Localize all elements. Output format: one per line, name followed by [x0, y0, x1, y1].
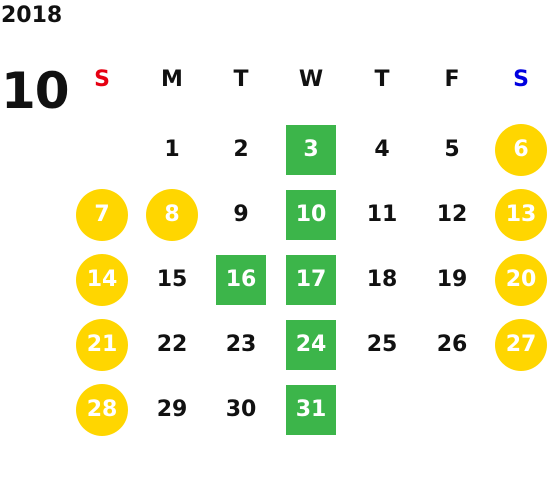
day-cell[interactable]: 10	[286, 190, 336, 240]
weekday-label: T	[374, 67, 390, 92]
day-cell[interactable]: 6	[495, 124, 547, 176]
weekday-label: F	[444, 67, 460, 92]
day-cell[interactable]: 30	[225, 397, 257, 422]
day-cell[interactable]: 23	[225, 332, 257, 357]
weekday-label: S	[513, 67, 529, 92]
day-cell[interactable]: 9	[233, 202, 249, 227]
day-cell[interactable]: 14	[76, 254, 128, 306]
day-cell[interactable]: 3	[286, 125, 336, 175]
day-cell[interactable]: 20	[495, 254, 547, 306]
weekday-label: W	[298, 67, 324, 92]
day-cell[interactable]: 13	[495, 189, 547, 241]
day-cell[interactable]: 18	[366, 267, 398, 292]
weekday-label: T	[233, 67, 249, 92]
day-cell[interactable]: 27	[495, 319, 547, 371]
calendar-month: 10	[1, 62, 70, 120]
day-cell[interactable]: 12	[436, 202, 468, 227]
calendar-year: 2018	[1, 3, 63, 28]
day-cell[interactable]: 2	[233, 137, 249, 162]
day-cell[interactable]: 8	[146, 189, 198, 241]
day-cell[interactable]: 1	[164, 137, 180, 162]
day-cell[interactable]: 7	[76, 189, 128, 241]
day-cell[interactable]: 16	[216, 255, 266, 305]
day-cell[interactable]: 26	[436, 332, 468, 357]
day-cell[interactable]: 15	[156, 267, 188, 292]
day-cell[interactable]: 11	[366, 202, 398, 227]
day-cell[interactable]: 29	[156, 397, 188, 422]
weekday-label: S	[94, 67, 110, 92]
day-cell[interactable]: 31	[286, 385, 336, 435]
day-cell[interactable]: 4	[374, 137, 390, 162]
day-cell[interactable]: 17	[286, 255, 336, 305]
day-cell[interactable]: 5	[444, 137, 460, 162]
weekday-label: M	[161, 67, 183, 92]
day-cell[interactable]: 21	[76, 319, 128, 371]
day-cell[interactable]: 28	[76, 384, 128, 436]
day-cell[interactable]: 24	[286, 320, 336, 370]
day-cell[interactable]: 22	[156, 332, 188, 357]
day-cell[interactable]: 25	[366, 332, 398, 357]
day-cell[interactable]: 19	[436, 267, 468, 292]
